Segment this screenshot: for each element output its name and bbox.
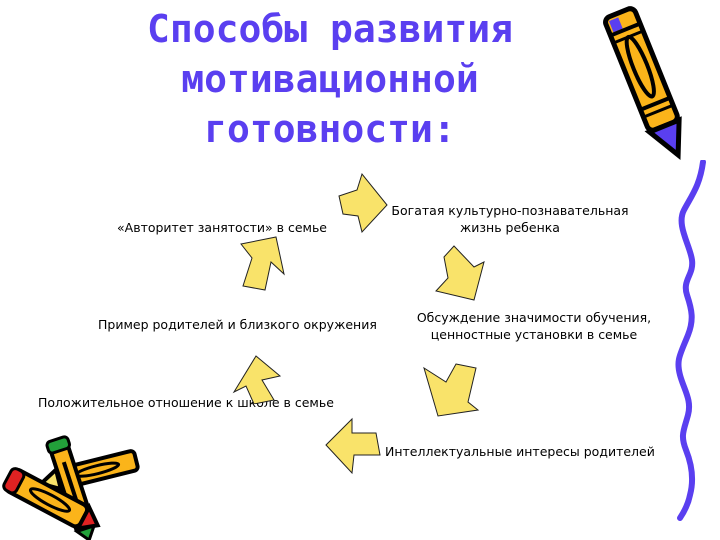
label-rich-life: Богатая культурно-познавательная жизнь р… bbox=[380, 202, 640, 236]
label-intellectual: Интеллектуальные интересы родителей bbox=[385, 444, 655, 459]
label-rich-life-line-2: жизнь ребенка bbox=[460, 220, 560, 235]
arrow-up-right-icon bbox=[240, 236, 285, 291]
arrow-down-right-icon bbox=[435, 245, 485, 301]
title-line-1: Способы развития bbox=[146, 7, 514, 51]
label-positive-attitude: Положительное отношение к школе в семье bbox=[38, 395, 334, 410]
label-rich-life-line-1: Богатая культурно-познавательная bbox=[391, 203, 629, 218]
label-parents-example: Пример родителей и близкого окружения bbox=[98, 317, 377, 332]
crossed-pencils-icon bbox=[2, 435, 140, 540]
arrow-down-left-icon bbox=[423, 363, 480, 417]
slide-title: Способы развития мотивационной готовност… bbox=[130, 4, 530, 154]
arrow-left-icon bbox=[325, 417, 381, 475]
label-authority: «Авторитет занятости» в семье bbox=[117, 220, 327, 235]
arrow-up-left-icon bbox=[232, 355, 282, 404]
title-line-2: мотивационной bbox=[181, 57, 479, 101]
pencil-top-right-icon bbox=[603, 6, 682, 161]
label-discussion-line-2: ценностные установки в семье bbox=[430, 327, 638, 342]
title-line-3: готовности: bbox=[204, 107, 456, 151]
squiggle-line-icon bbox=[675, 160, 706, 521]
arrow-right-icon bbox=[338, 172, 388, 234]
label-discussion-line-1: Обсуждение значимости обучения, bbox=[416, 310, 652, 325]
label-discussion: Обсуждение значимости обучения, ценностн… bbox=[404, 309, 664, 343]
